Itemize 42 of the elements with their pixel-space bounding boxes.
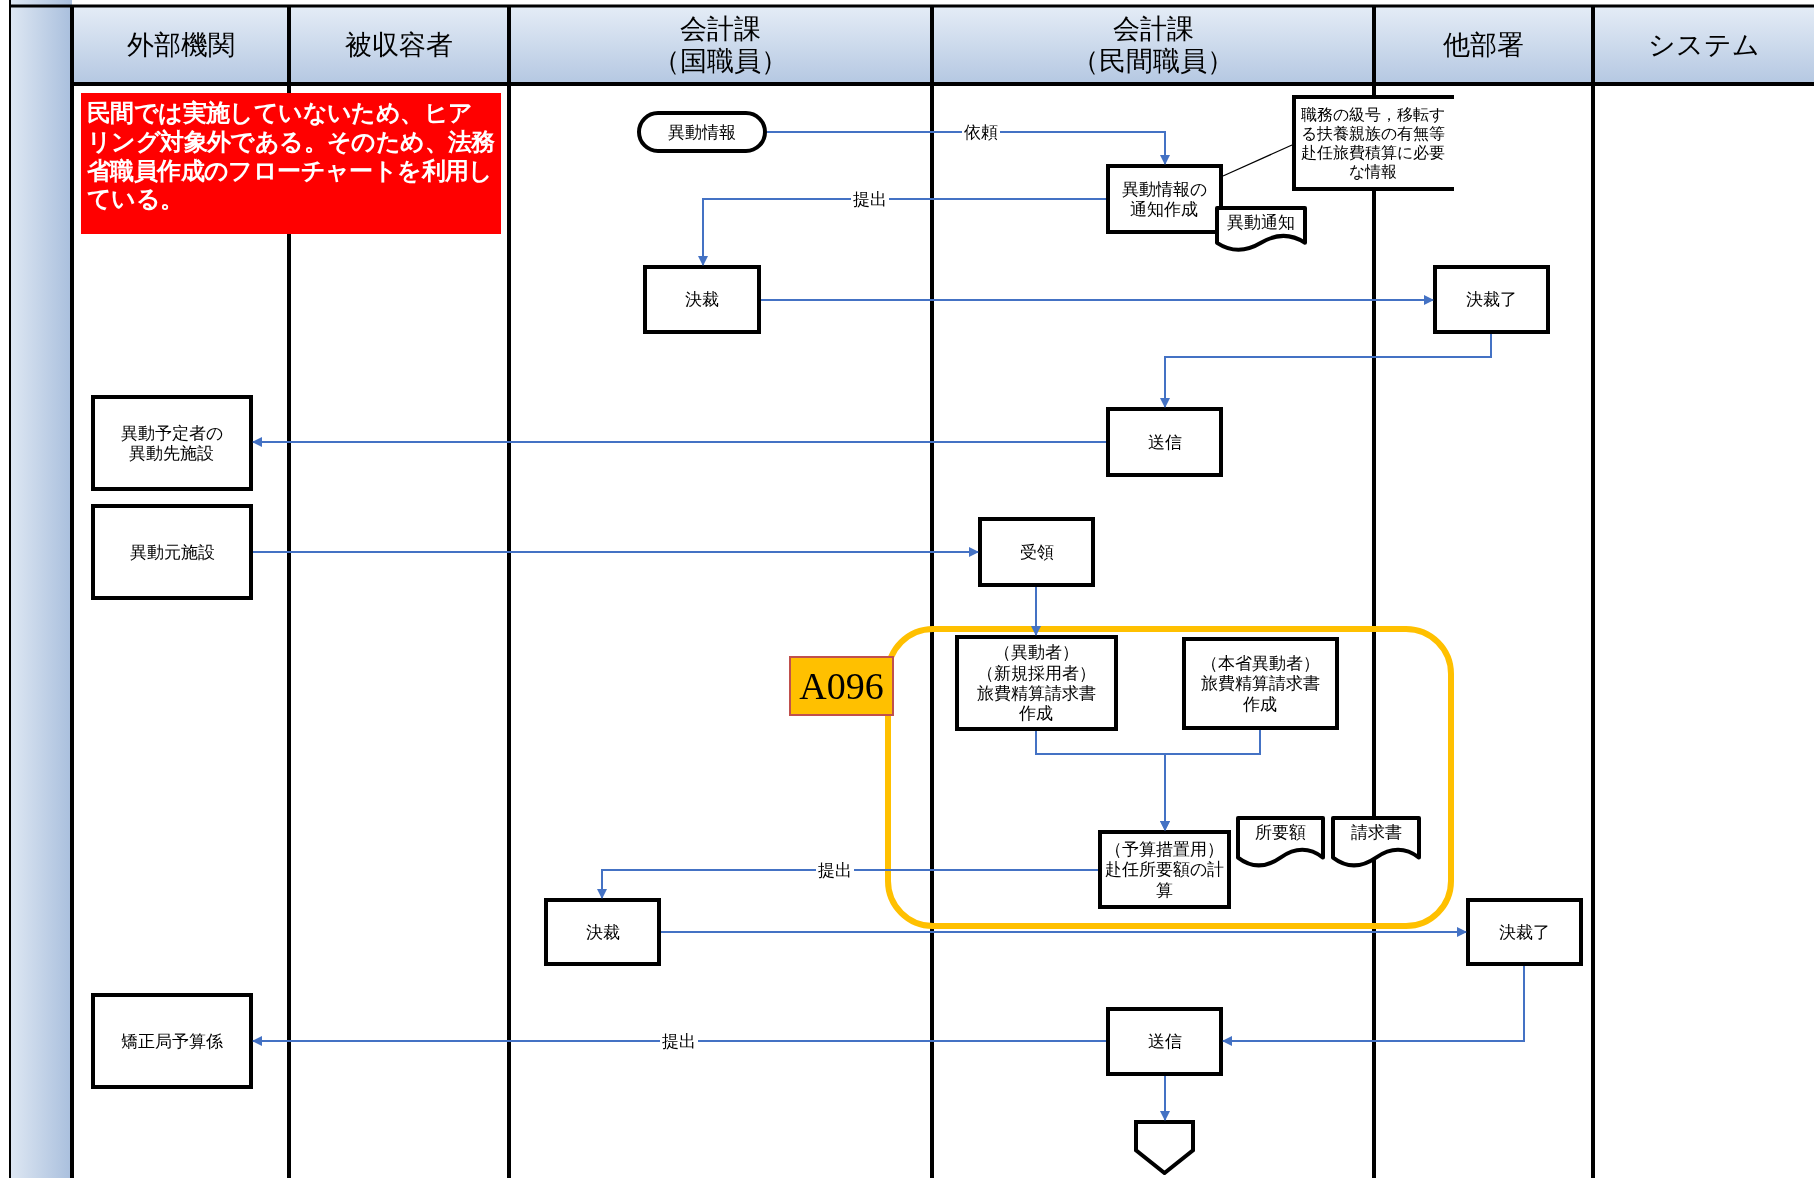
group-label: A096 (789, 656, 894, 716)
document-shape: 請求書 (1331, 816, 1421, 868)
process-box: 決裁了 (1433, 265, 1550, 334)
lane-header: 会計課（民間職員） (932, 7, 1374, 83)
lane-header: 会計課（国職員） (509, 7, 932, 83)
leader-line (1222, 144, 1293, 177)
document-shape: 異動通知 (1215, 206, 1307, 252)
lane-header: 他部署 (1374, 7, 1593, 83)
process-box: （予算措置用）赴任所要額の計算 (1098, 830, 1231, 909)
process-box: （異動者）（新規採用者）旅費精算請求書作成 (955, 635, 1118, 731)
process-box: 決裁 (544, 898, 661, 966)
arrow (760, 295, 1434, 305)
process-box: 送信 (1106, 1007, 1223, 1076)
process-box: 異動情報の通知作成 (1106, 164, 1223, 234)
process-box: 異動予定者の異動先施設 (91, 395, 253, 491)
terminal-shape: 異動情報 (637, 111, 767, 153)
lane-header: 被収容者 (289, 7, 509, 83)
arrow (1222, 965, 1525, 1046)
annotation-box: 職務の級号，移転する扶養親族の有無等赴任旅費積算に必要な情報 (1292, 95, 1454, 191)
note-box: 民間では実施していないため、ヒアリング対象外である。そのため、法務省職員作成のフローチャートを利用している。 (81, 93, 501, 234)
arrow (252, 547, 979, 557)
off-page-connector (1134, 1120, 1195, 1175)
arrow (660, 927, 1467, 937)
process-box: 矯正局予算係 (91, 993, 253, 1089)
arrow (1160, 333, 1492, 408)
lane-header: 外部機関 (72, 7, 289, 83)
arrow (766, 131, 1170, 165)
arrow (252, 437, 1107, 447)
arrow (252, 1036, 1107, 1046)
arrow (597, 869, 1099, 899)
arrow (1160, 729, 1261, 831)
process-box: 決裁了 (1466, 898, 1583, 966)
process-box: （本省異動者）旅費精算請求書作成 (1182, 637, 1339, 730)
process-box: 受領 (978, 517, 1095, 587)
process-box: 異動元施設 (91, 504, 253, 600)
arrow (1031, 586, 1041, 636)
process-box: 送信 (1106, 407, 1223, 477)
document-shape: 所要額 (1236, 816, 1325, 868)
lane-header: システム (1593, 7, 1814, 83)
arrow (698, 198, 1107, 266)
process-box: 決裁 (643, 265, 761, 334)
arrow (1160, 1075, 1170, 1121)
